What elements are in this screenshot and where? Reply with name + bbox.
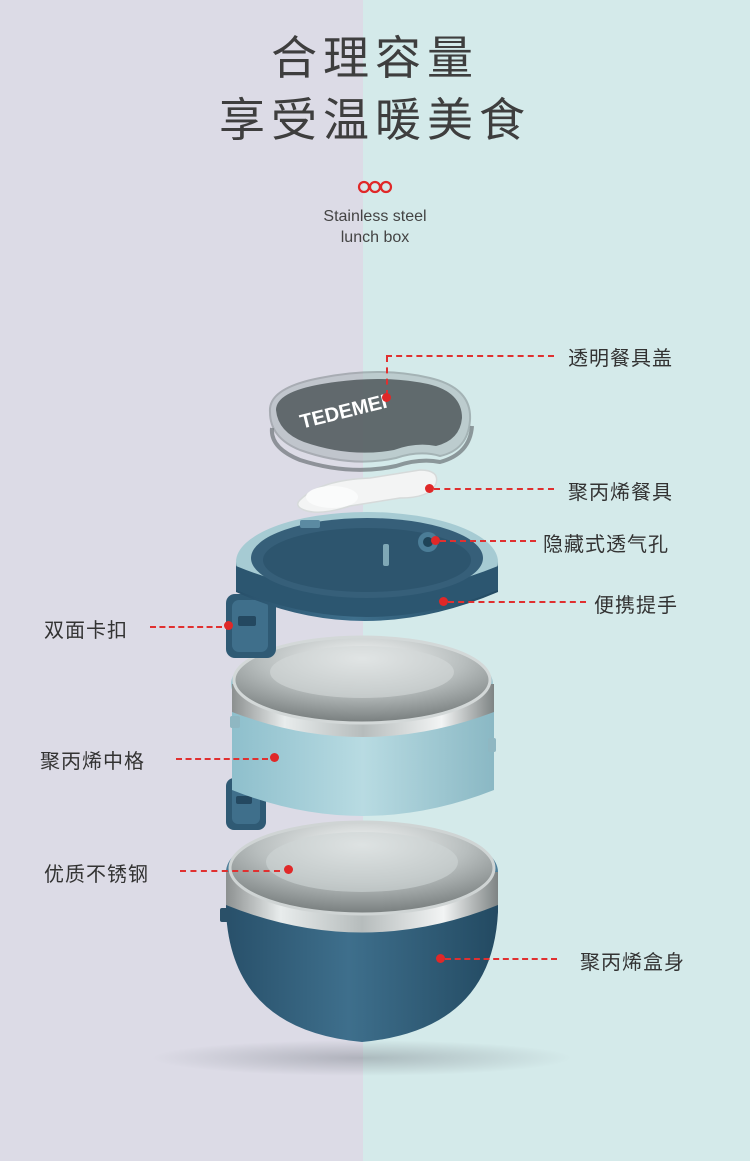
subtitle-line-1: Stainless steel [323,208,427,225]
base-callout-line [445,958,557,960]
handle-callout-line [448,601,586,603]
vent-callout-dot [431,536,440,545]
top-tier [236,512,498,621]
lid-callout-dot [382,393,391,402]
top-clasp [226,594,276,658]
headline-line-2: 享受温暖美食 [219,93,531,147]
lid-callout-line [386,355,554,357]
callout-lid: 透明餐具盖 [568,346,673,370]
callout-handle: 便携提手 [594,593,678,617]
vent-callout-line [440,540,536,542]
spoon [297,469,438,513]
steel-callout-dot [284,865,293,874]
clasp-callout-line [150,626,222,628]
middle-tier [230,635,496,816]
callout-base: 聚丙烯盒身 [580,950,685,974]
base-tier [220,820,498,1042]
base-callout-dot [436,954,445,963]
callout-middle-tier: 聚丙烯中格 [40,749,145,773]
middle-tier-callout-dot [270,753,279,762]
callout-vent: 隐藏式透气孔 [543,532,669,556]
utensil-callout-line [434,488,554,490]
subtitle-line-2: lunch box [340,229,410,246]
headline-line-1: 合理容量 [271,31,479,85]
middle-tier-callout-line [176,758,268,760]
transparent-lid: TEDEMEI [268,371,474,472]
utensil-callout-dot [425,484,434,493]
callout-utensil: 聚丙烯餐具 [568,480,673,504]
callout-steel: 优质不锈钢 [44,862,149,886]
clasp-callout-dot [224,621,233,630]
callout-clasp: 双面卡扣 [44,618,128,642]
lid-callout-line-vertical [386,356,388,396]
brand-logo-icon [357,180,393,194]
handle-callout-dot [439,597,448,606]
ground-shadow [152,1040,572,1076]
steel-callout-line [180,870,280,872]
